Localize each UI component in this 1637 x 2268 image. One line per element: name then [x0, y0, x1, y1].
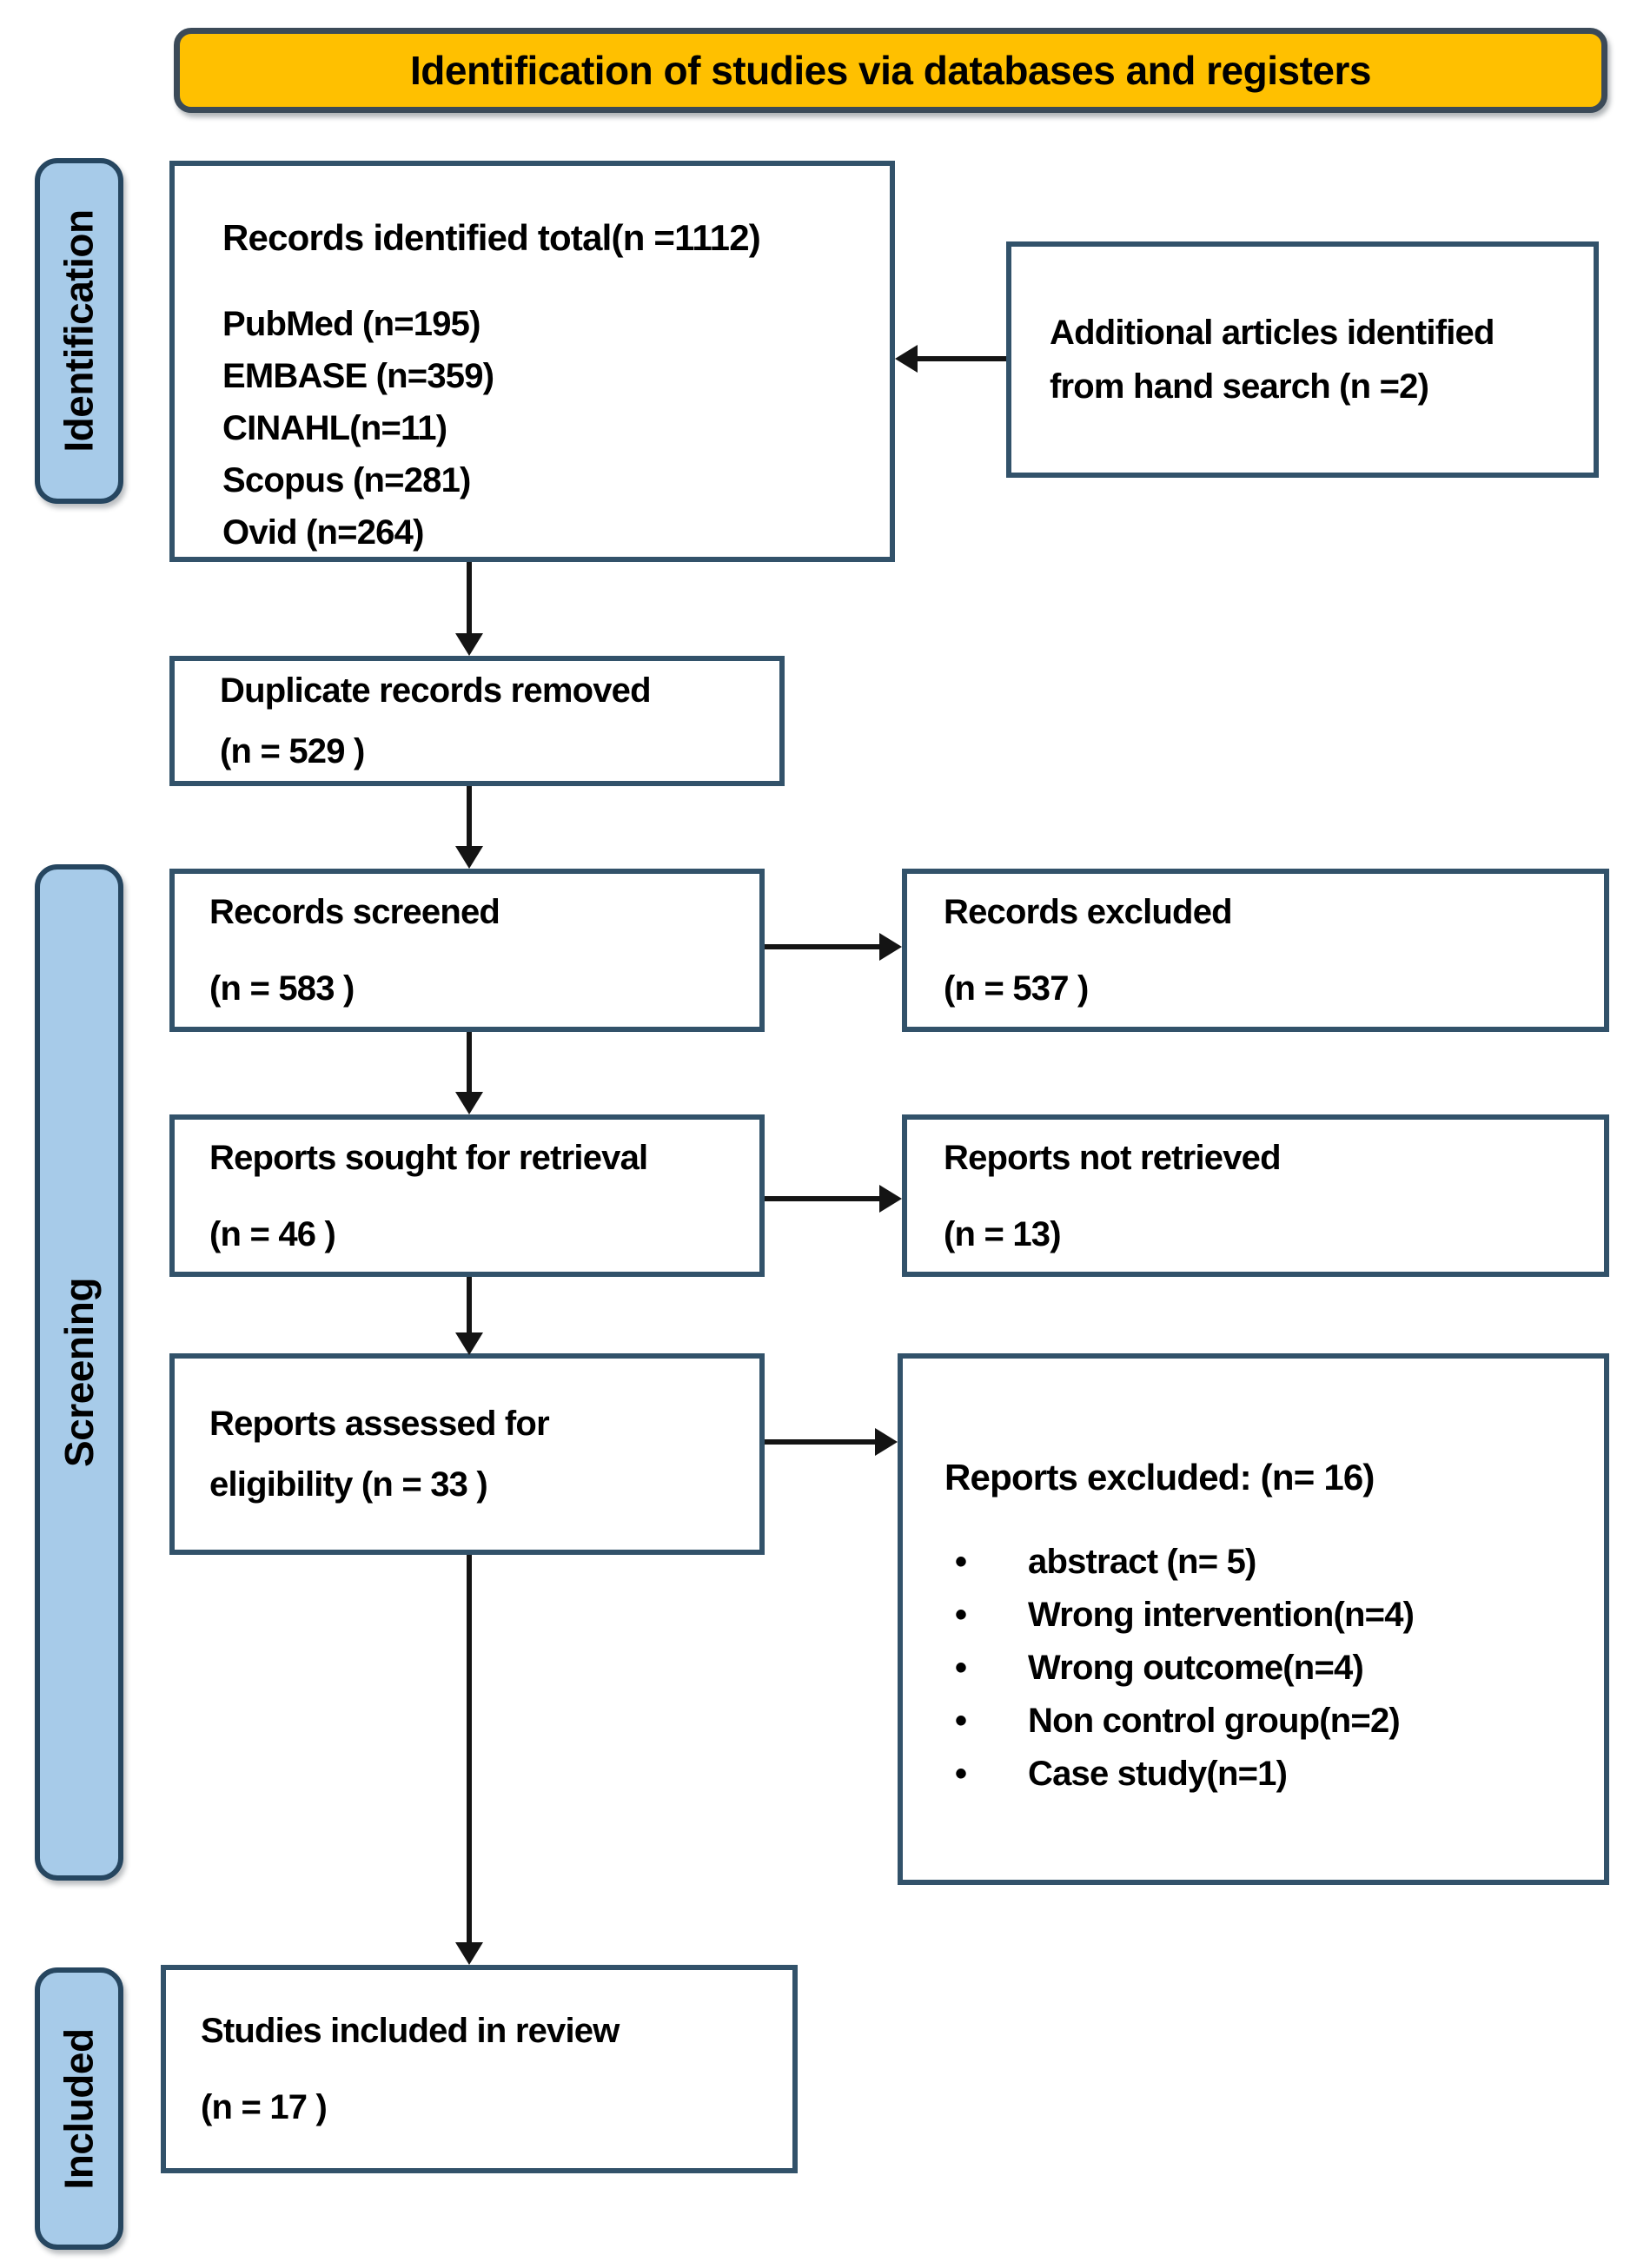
records-screened-count: (n = 583 ) — [209, 969, 355, 1008]
stage-bar-identification: Identification — [35, 158, 123, 504]
source-scopus: Scopus (n=281) — [222, 461, 471, 500]
studies-included-box: Studies included in review (n = 17 ) — [161, 1965, 798, 2173]
duplicates-removed-line1: Duplicate records removed — [220, 671, 652, 710]
arrowhead-down-icon — [455, 846, 483, 869]
exclusion-reason-non-control-group: Non control group(n=2) — [1028, 1702, 1401, 1741]
records-excluded-box: Records excluded (n = 537 ) — [902, 869, 1609, 1032]
reports-sought-box: Reports sought for retrieval (n = 46 ) — [169, 1114, 765, 1277]
arrowhead-left-icon — [895, 345, 918, 373]
arrow-sought-to-not-retrieved — [765, 1196, 879, 1201]
arrow-sought-to-assessed — [467, 1277, 472, 1332]
exclusion-reason-row: Wrong outcome(n=4) — [944, 1649, 1591, 1688]
arrowhead-right-icon — [879, 1185, 902, 1213]
arrow-additional-to-records — [918, 356, 1006, 361]
bullet-icon — [944, 1596, 1028, 1635]
exclusion-reason-wrong-intervention: Wrong intervention(n=4) — [1028, 1596, 1415, 1635]
diagram-title-banner: Identification of studies via databases … — [174, 28, 1607, 113]
exclusion-reason-row: Wrong intervention(n=4) — [944, 1596, 1591, 1635]
arrowhead-down-icon — [455, 1942, 483, 1965]
stage-bar-included: Included — [35, 1967, 123, 2250]
arrowhead-down-icon — [455, 1092, 483, 1114]
exclusion-reason-row: abstract (n= 5) — [944, 1543, 1591, 1582]
stage-label-screening: Screening — [56, 1278, 103, 1467]
reports-not-retrieved-count: (n = 13) — [944, 1214, 1062, 1253]
exclusion-reason-row: Case study(n=1) — [944, 1755, 1591, 1794]
records-identified-box: Records identified total(n =1112) PubMed… — [169, 161, 895, 562]
arrow-records-to-duplicates — [467, 562, 472, 633]
diagram-title: Identification of studies via databases … — [410, 48, 1371, 93]
reports-not-retrieved-box: Reports not retrieved (n = 13) — [902, 1114, 1609, 1277]
arrowhead-right-icon — [879, 933, 902, 961]
additional-articles-line2: from hand search (n =2) — [1050, 367, 1429, 406]
exclusion-reason-wrong-outcome: Wrong outcome(n=4) — [1028, 1649, 1364, 1688]
arrow-screened-to-sought — [467, 1032, 472, 1092]
reports-sought-count: (n = 46 ) — [209, 1214, 336, 1253]
reports-excluded-detail-title: Reports excluded: (n= 16) — [944, 1457, 1375, 1498]
reports-assessed-line2: eligibility (n = 33 ) — [209, 1465, 488, 1504]
source-cinahl: CINAHL(n=11) — [222, 409, 447, 448]
bullet-icon — [944, 1543, 1028, 1582]
bullet-icon — [944, 1755, 1028, 1794]
arrow-screened-to-excluded — [765, 944, 879, 949]
arrow-assessed-to-included — [467, 1555, 472, 1942]
source-pubmed: PubMed (n=195) — [222, 305, 480, 344]
records-screened-line1: Records screened — [209, 893, 500, 931]
reports-sought-line1: Reports sought for retrieval — [209, 1138, 648, 1177]
stage-label-identification: Identification — [56, 209, 103, 453]
bullet-icon — [944, 1702, 1028, 1741]
additional-articles-line1: Additional articles identified — [1050, 314, 1495, 352]
reports-assessed-box: Reports assessed for eligibility (n = 33… — [169, 1353, 765, 1555]
exclusion-reason-row: Non control group(n=2) — [944, 1702, 1591, 1741]
arrow-duplicates-to-screened — [467, 786, 472, 846]
stage-label-included: Included — [56, 2027, 102, 2190]
records-screened-box: Records screened (n = 583 ) — [169, 869, 765, 1032]
stage-bar-screening: Screening — [35, 864, 123, 1881]
records-excluded-line1: Records excluded — [944, 893, 1233, 931]
reports-excluded-detail-box: Reports excluded: (n= 16) abstract (n= 5… — [898, 1353, 1609, 1885]
reports-assessed-line1: Reports assessed for — [209, 1405, 550, 1443]
additional-articles-box: Additional articles identified from hand… — [1006, 241, 1599, 478]
arrowhead-down-icon — [455, 633, 483, 656]
arrow-assessed-to-excluded-detail — [765, 1439, 875, 1445]
bullet-icon — [944, 1649, 1028, 1688]
records-identified-title: Records identified total(n =1112) — [222, 217, 761, 258]
arrowhead-right-icon — [875, 1428, 898, 1456]
exclusion-reason-case-study: Case study(n=1) — [1028, 1755, 1288, 1794]
studies-included-line1: Studies included in review — [201, 2012, 620, 2050]
source-ovid: Ovid (n=264) — [222, 513, 424, 552]
duplicates-removed-count: (n = 529 ) — [220, 732, 365, 770]
duplicates-removed-box: Duplicate records removed (n = 529 ) — [169, 656, 785, 786]
records-excluded-count: (n = 537 ) — [944, 969, 1089, 1008]
exclusion-reason-abstract: abstract (n= 5) — [1028, 1543, 1256, 1582]
source-embase: EMBASE (n=359) — [222, 357, 494, 396]
arrowhead-down-icon — [455, 1332, 483, 1355]
studies-included-count: (n = 17 ) — [201, 2088, 328, 2126]
reports-not-retrieved-line1: Reports not retrieved — [944, 1138, 1282, 1177]
